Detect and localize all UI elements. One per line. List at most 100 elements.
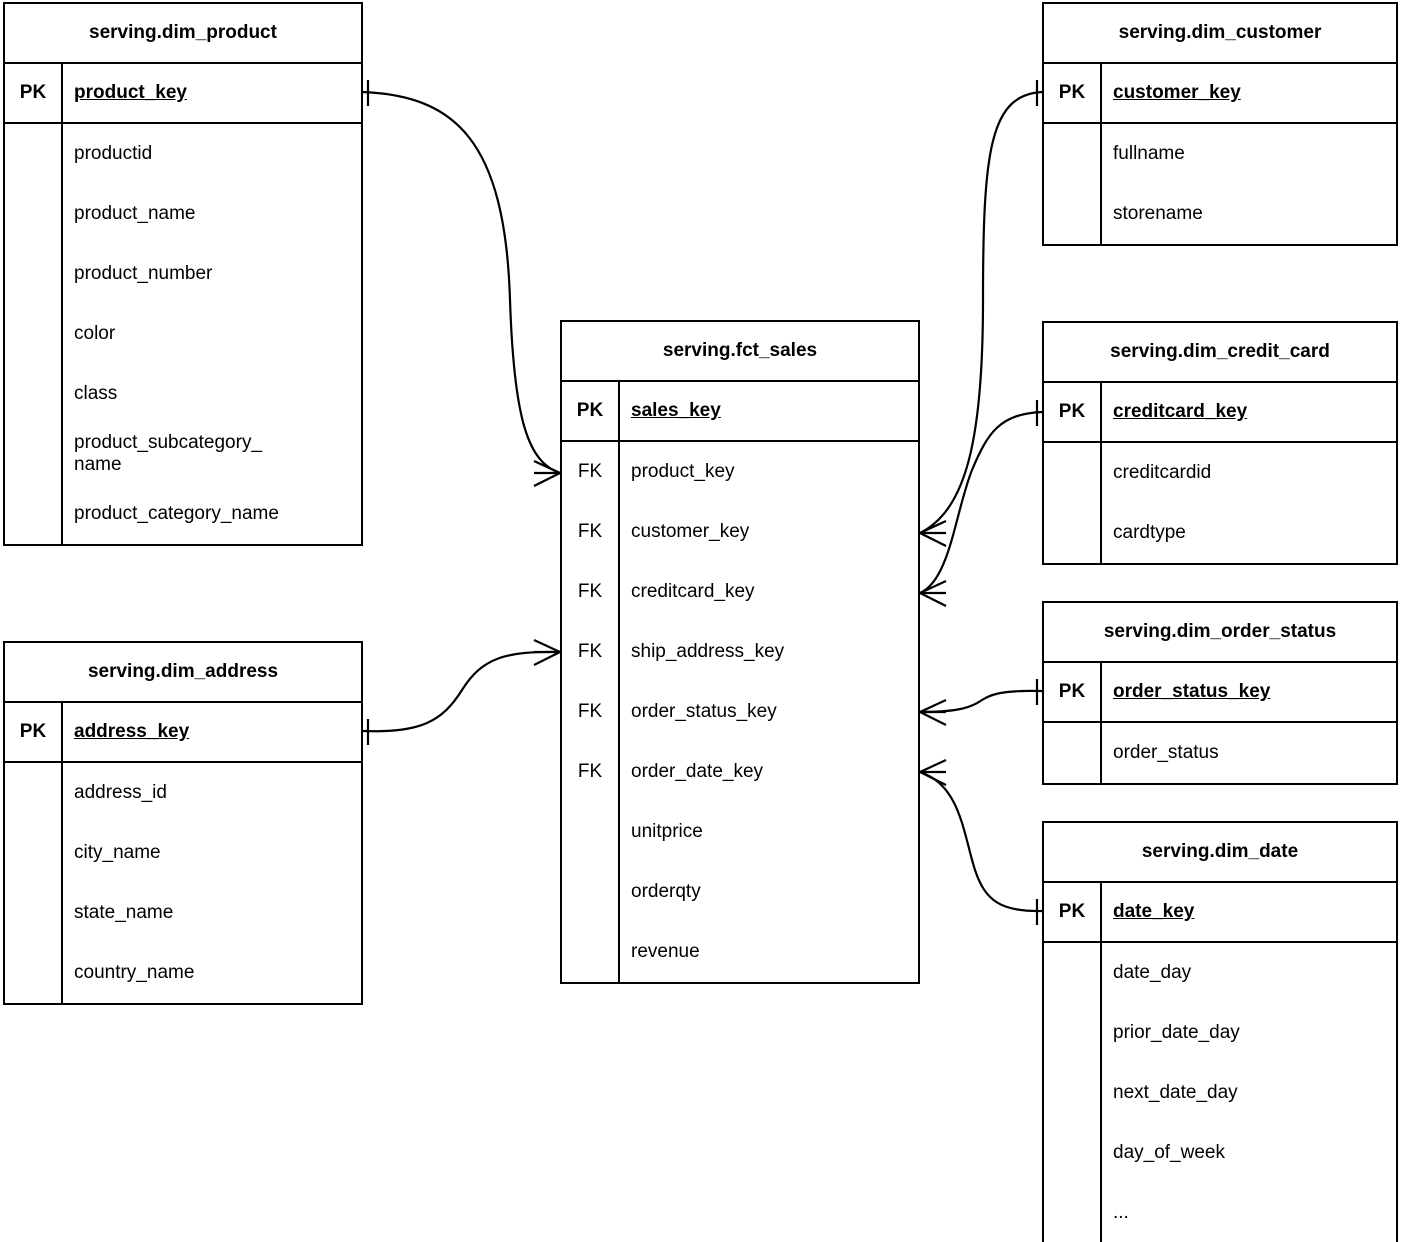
key-badge-blank: [5, 484, 63, 544]
fk-badge: FK: [562, 442, 620, 502]
measure-row[interactable]: orderqty: [562, 862, 918, 922]
fk-row[interactable]: FK ship_address_key: [562, 622, 918, 682]
key-badge-blank: [5, 823, 63, 883]
pk-row-dim-customer[interactable]: PK customer_key: [1044, 64, 1396, 124]
key-badge-blank: [5, 304, 63, 364]
pk-row-dim-address[interactable]: PK address_key: [5, 703, 361, 763]
attribute-name: productid: [74, 143, 153, 164]
attribute-name: class: [74, 383, 118, 404]
attribute-row[interactable]: creditcardid: [1044, 443, 1396, 503]
attribute-row[interactable]: date_day: [1044, 943, 1396, 1003]
attribute-row[interactable]: storename: [1044, 184, 1396, 244]
attribute-row[interactable]: state_name: [5, 883, 361, 943]
attribute-row[interactable]: class: [5, 364, 361, 424]
relationship-address-line: [362, 650, 561, 733]
attribute-list-dim-date: date_day prior_date_day next_date_day da…: [1044, 943, 1396, 1242]
attribute-row[interactable]: cardtype: [1044, 503, 1396, 563]
attribute-row[interactable]: product_subcategory_ name: [5, 424, 361, 484]
attribute-row[interactable]: order_status: [1044, 723, 1396, 783]
entity-dim-credit-card[interactable]: serving.dim_credit_card PK creditcard_ke…: [1042, 321, 1398, 565]
fk-field-name: creditcard_key: [631, 581, 755, 602]
attribute-name: product_name: [74, 203, 196, 224]
pk-row-dim-credit-card[interactable]: PK creditcard_key: [1044, 383, 1396, 443]
relationship-date: [919, 759, 1043, 925]
key-badge-blank: [1044, 1123, 1102, 1183]
entity-dim-date[interactable]: serving.dim_date PK date_key date_day pr…: [1042, 821, 1398, 1242]
pk-field-dim-order-status: order_status_key: [1113, 681, 1271, 702]
key-badge-blank: [1044, 443, 1102, 503]
attribute-name: product_number: [74, 263, 213, 284]
attribute-row[interactable]: product_category_name: [5, 484, 361, 544]
attribute-list-dim-credit-card: creditcardid cardtype: [1044, 443, 1396, 563]
entity-dim-customer[interactable]: serving.dim_customer PK customer_key ful…: [1042, 2, 1398, 246]
fk-badge: FK: [562, 562, 620, 622]
pk-badge-dim-date: PK: [1044, 883, 1102, 941]
fk-row[interactable]: FK creditcard_key: [562, 562, 918, 622]
attribute-name: product_subcategory_ name: [74, 432, 263, 475]
relationship-address: [362, 639, 561, 745]
entity-title-dim-customer: serving.dim_customer: [1044, 4, 1396, 64]
relationship-product: [362, 80, 561, 487]
relationship-product-line: [362, 90, 561, 475]
relationship-credit-card: [919, 400, 1043, 607]
attribute-list-dim-address: address_id city_name state_name country_…: [5, 763, 361, 1003]
attribute-name: fullname: [1113, 143, 1185, 164]
attribute-row[interactable]: next_date_day: [1044, 1063, 1396, 1123]
pk-field-fct-sales: sales_key: [631, 400, 721, 421]
measure-name: unitprice: [631, 821, 703, 842]
attribute-name: next_date_day: [1113, 1082, 1238, 1103]
entity-dim-product[interactable]: serving.dim_product PK product_key produ…: [3, 2, 363, 546]
fk-row[interactable]: FK customer_key: [562, 502, 918, 562]
fk-badge: FK: [562, 502, 620, 562]
attribute-row[interactable]: product_name: [5, 184, 361, 244]
pk-field-dim-date: date_key: [1113, 901, 1195, 922]
attribute-row[interactable]: country_name: [5, 943, 361, 1003]
pk-badge-dim-customer: PK: [1044, 64, 1102, 122]
pk-field-dim-product: product_key: [74, 82, 187, 103]
attribute-row[interactable]: day_of_week: [1044, 1123, 1396, 1183]
entity-dim-address[interactable]: serving.dim_address PK address_key addre…: [3, 641, 363, 1005]
entity-fct-sales[interactable]: serving.fct_sales PK sales_key FK produc…: [560, 320, 920, 984]
attribute-row[interactable]: prior_date_day: [1044, 1003, 1396, 1063]
attribute-row[interactable]: productid: [5, 124, 361, 184]
attribute-name: address_id: [74, 782, 167, 803]
crowfoot-order-status: [919, 699, 947, 726]
fk-badge: FK: [562, 742, 620, 802]
entity-title-dim-product: serving.dim_product: [5, 4, 361, 64]
pk-row-dim-date[interactable]: PK date_key: [1044, 883, 1396, 943]
fk-field-name: customer_key: [631, 521, 750, 542]
entity-title-dim-date: serving.dim_date: [1044, 823, 1396, 883]
entity-title-fct-sales: serving.fct_sales: [562, 322, 918, 382]
entity-dim-order-status[interactable]: serving.dim_order_status PK order_status…: [1042, 601, 1398, 785]
attribute-name: day_of_week: [1113, 1142, 1225, 1163]
pk-row-dim-product[interactable]: PK product_key: [5, 64, 361, 124]
pk-row-dim-order-status[interactable]: PK order_status_key: [1044, 663, 1396, 723]
fk-row[interactable]: FK order_status_key: [562, 682, 918, 742]
measure-row[interactable]: unitprice: [562, 802, 918, 862]
attribute-row[interactable]: fullname: [1044, 124, 1396, 184]
fk-field-name: product_key: [631, 461, 735, 482]
attribute-name: color: [74, 323, 116, 344]
attribute-name: date_day: [1113, 962, 1192, 983]
attribute-row[interactable]: ...: [1044, 1183, 1396, 1242]
fk-badge: FK: [562, 682, 620, 742]
crowfoot-customer: [919, 520, 947, 547]
fk-row[interactable]: FK product_key: [562, 442, 918, 502]
fk-field-name: order_date_key: [631, 761, 764, 782]
attribute-row[interactable]: city_name: [5, 823, 361, 883]
key-badge-blank: [5, 424, 63, 484]
measure-row[interactable]: revenue: [562, 922, 918, 982]
attribute-row[interactable]: product_number: [5, 244, 361, 304]
fk-row[interactable]: FK order_date_key: [562, 742, 918, 802]
pk-field-dim-address: address_key: [74, 721, 190, 742]
attribute-row[interactable]: color: [5, 304, 361, 364]
key-badge-blank: [5, 763, 63, 823]
pk-row-fct-sales[interactable]: PK sales_key: [562, 382, 918, 442]
key-badge-blank: [1044, 1063, 1102, 1123]
entity-title-dim-address: serving.dim_address: [5, 643, 361, 703]
pk-field-dim-customer: customer_key: [1113, 82, 1241, 103]
attribute-list-dim-order-status: order_status: [1044, 723, 1396, 783]
attribute-row[interactable]: address_id: [5, 763, 361, 823]
crowfoot-address: [533, 639, 561, 666]
